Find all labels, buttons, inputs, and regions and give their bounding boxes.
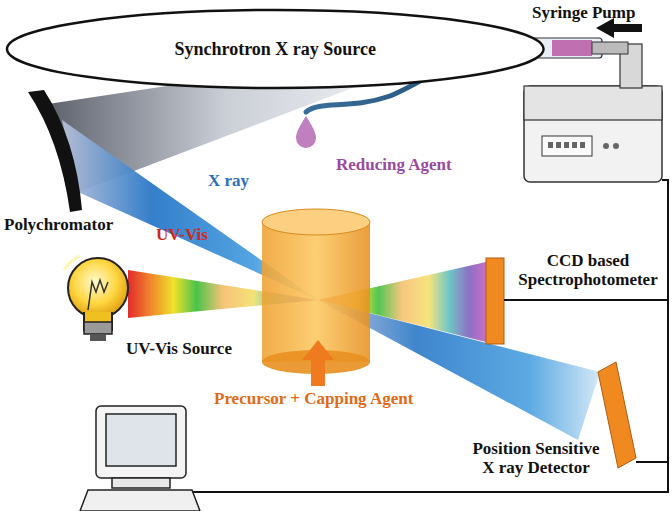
part-label: Precursor + Capping Agent [214, 390, 434, 409]
part-label: Syringe Pump [532, 4, 668, 23]
part-label: Polychromator [4, 216, 144, 235]
part-label: UV-Vis [156, 226, 226, 245]
node-title: Synchrotron X ray Source [5, 8, 546, 60]
part-label: Position Sensitive X ray Detector [470, 440, 602, 477]
part-label: Reducing Agent [336, 156, 486, 175]
part-label: UV-Vis Source [126, 340, 256, 359]
source-ellipse: Synchrotron X ray Source [5, 8, 546, 90]
part-label: X ray [208, 172, 268, 191]
part-label: CCD based Spectrophotometer [508, 252, 668, 289]
